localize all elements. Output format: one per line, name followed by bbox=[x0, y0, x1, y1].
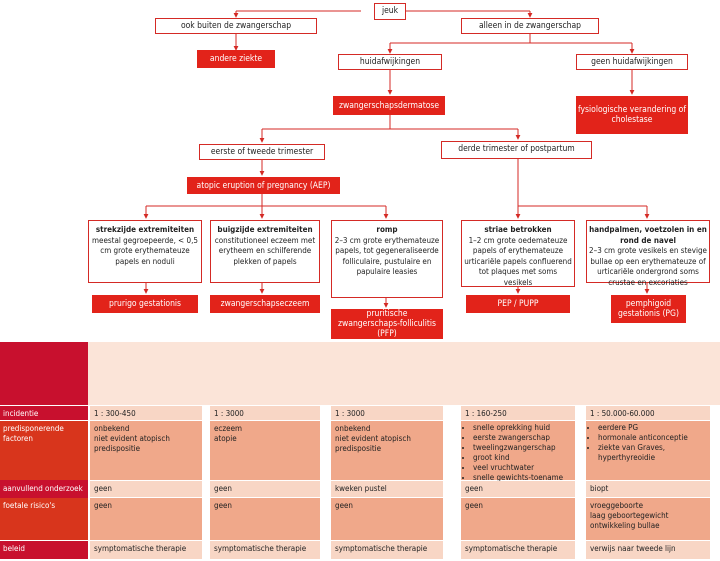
cell-incidentie-1: 1 : 300-450 bbox=[90, 406, 202, 420]
list-item: ziekte van Graves, hyperthyreoidie bbox=[598, 443, 706, 463]
diagnosis-prurigo: prurigo gestationis bbox=[92, 295, 198, 313]
cell-risico-3: geen bbox=[331, 498, 443, 540]
cell-beleid-1: symptomatische therapie bbox=[90, 541, 202, 559]
cell-risico-4: geen bbox=[461, 498, 575, 540]
cell-predisp-1: onbekend niet evident atopisch predispos… bbox=[90, 421, 202, 480]
table-header-band-light bbox=[88, 342, 720, 405]
cell-beleid-3: symptomatische therapie bbox=[331, 541, 443, 559]
desc-title: romp bbox=[376, 225, 398, 234]
cell-predisp-3: onbekend niet evident atopisch predispos… bbox=[331, 421, 443, 480]
cell-predisp-5: eerdere PG hormonale anticonceptie ziekt… bbox=[586, 421, 710, 480]
cell-risico-5: vroeggeboorte laag geboortegewicht ontwi… bbox=[586, 498, 710, 540]
node-third-trimester: derde trimester of postpartum bbox=[441, 141, 592, 159]
node-outside-pregnancy: ook buiten de zwangerschap bbox=[155, 18, 317, 34]
list-item: hormonale anticonceptie bbox=[598, 433, 706, 443]
root-node: jeuk bbox=[374, 3, 406, 20]
desc-text: 2–3 cm grote erythemateuze papels, tot g… bbox=[334, 235, 440, 277]
predisp-list-5: eerdere PG hormonale anticonceptie ziekt… bbox=[590, 423, 706, 463]
cell-onderzoek-5: biopt bbox=[586, 481, 710, 497]
diagnosis-eczema: zwangerschapseczeem bbox=[210, 295, 320, 313]
cell-risico-1: geen bbox=[90, 498, 202, 540]
desc-col-3: romp 2–3 cm grote erythemateuze papels, … bbox=[331, 220, 443, 298]
cell-beleid-4: symptomatische therapie bbox=[461, 541, 575, 559]
list-item: eerdere PG bbox=[598, 423, 706, 433]
node-only-pregnancy: alleen in de zwangerschap bbox=[461, 18, 599, 34]
list-item: groot kind bbox=[473, 453, 571, 463]
cell-incidentie-2: 1 : 3000 bbox=[210, 406, 320, 420]
desc-title: buigzijde extremiteiten bbox=[217, 225, 313, 234]
desc-text: 2–3 cm grote vesikels en stevige bullae … bbox=[589, 246, 707, 287]
table-header-band bbox=[0, 342, 88, 405]
diagnosis-pg: pemphigoid gestationis (PG) bbox=[611, 295, 686, 323]
cell-onderzoek-1: geen bbox=[90, 481, 202, 497]
desc-text: 1–2 cm grote oedemateuze papels of eryth… bbox=[464, 235, 572, 287]
cell-incidentie-4: 1 : 160-250 bbox=[461, 406, 575, 420]
cell-onderzoek-4: geen bbox=[461, 481, 575, 497]
cell-onderzoek-2: geen bbox=[210, 481, 320, 497]
desc-text: meestal gegroepeerde, < 0,5 cm grote ery… bbox=[92, 235, 198, 266]
node-skin-lesions: huidafwijkingen bbox=[338, 54, 442, 70]
cell-beleid-5: verwijs naar tweede lijn bbox=[586, 541, 710, 559]
desc-title: striae betrokken bbox=[484, 225, 552, 234]
cell-risico-2: geen bbox=[210, 498, 320, 540]
node-aep: atopic eruption of pregnancy (AEP) bbox=[187, 177, 340, 194]
row-label-beleid: beleid bbox=[0, 541, 88, 559]
row-label-onderzoek: aanvullend onderzoek bbox=[0, 481, 88, 497]
cell-beleid-2: symptomatische therapie bbox=[210, 541, 320, 559]
node-first-second-trimester: eerste of tweede trimester bbox=[199, 144, 325, 160]
row-label-risico: foetale risico's bbox=[0, 498, 88, 540]
cell-incidentie-5: 1 : 50.000-60.000 bbox=[586, 406, 710, 420]
desc-col-4: striae betrokken 1–2 cm grote oedemateuz… bbox=[461, 220, 575, 287]
node-physiological: fysiologische verandering of cholestase bbox=[576, 96, 688, 134]
desc-col-2: buigzijde extremiteiten constitutioneel … bbox=[210, 220, 320, 283]
cell-incidentie-3: 1 : 3000 bbox=[331, 406, 443, 420]
desc-col-5: handpalmen, voetzolen in en rond de nave… bbox=[586, 220, 710, 287]
list-item: snelle oprekking huid bbox=[473, 423, 571, 433]
diagnosis-pfp: pruritische zwangerschaps-folliculitis (… bbox=[331, 309, 443, 339]
list-item: tweelingzwangerschap bbox=[473, 443, 571, 453]
desc-title: strekzijde extremiteiten bbox=[95, 225, 195, 234]
desc-col-1: strekzijde extremiteiten meestal gegroep… bbox=[88, 220, 202, 283]
list-item: eerste zwangerschap bbox=[473, 433, 571, 443]
cell-predisp-2: eczeem atopie bbox=[210, 421, 320, 480]
cell-onderzoek-3: kweken pustel bbox=[331, 481, 443, 497]
node-other-disease: andere ziekte bbox=[197, 50, 275, 68]
node-no-skin-lesions: geen huidafwijkingen bbox=[576, 54, 688, 70]
diagnosis-pep-pupp: PEP / PUPP bbox=[466, 295, 570, 313]
node-pregnancy-dermatosis: zwangerschapsdermatose bbox=[333, 96, 445, 115]
desc-text: constitutioneel eczeem met erytheem en s… bbox=[214, 235, 316, 266]
cell-predisp-4: snelle oprekking huid eerste zwangerscha… bbox=[461, 421, 575, 492]
row-label-predisp: predisponerende factoren bbox=[0, 421, 88, 480]
row-label-incidentie: incidentie bbox=[0, 406, 88, 420]
list-item: veel vruchtwater bbox=[473, 463, 571, 473]
desc-title: handpalmen, voetzolen in en rond de nave… bbox=[589, 225, 707, 245]
